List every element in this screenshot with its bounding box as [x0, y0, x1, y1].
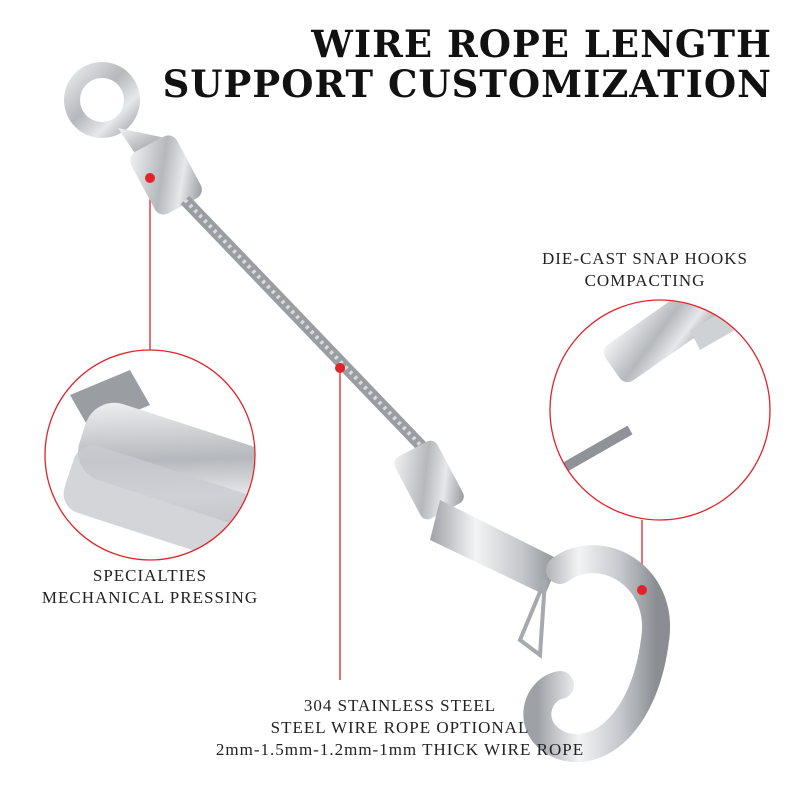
marker-dots	[145, 173, 647, 595]
ring-terminal	[64, 62, 202, 215]
wire-rope	[180, 195, 435, 460]
marker-dot-left	[145, 173, 155, 183]
caption-line: SPECIALTIES	[92, 566, 208, 585]
caption-mechanical-pressing: SPECIALTIES MECHANICAL PRESSING	[20, 565, 280, 609]
caption-snap-hooks: DIE-CAST SNAP HOOKS COMPACTING	[520, 248, 770, 292]
marker-dot-center	[335, 363, 345, 373]
snap-hook	[394, 440, 670, 763]
detail-circle-right-border	[549, 299, 771, 521]
caption-line: MECHANICAL PRESSING	[41, 588, 259, 607]
detail-circle-snap-hook	[550, 300, 770, 520]
detail-circle-left-border	[44, 349, 256, 561]
detail-circle-pressing	[45, 350, 255, 560]
caption-line: STEEL WIRE ROPE OPTIONAL	[270, 718, 530, 737]
marker-dot-right	[637, 585, 647, 595]
caption-line: COMPACTING	[584, 271, 706, 290]
headline-line-2: SUPPORT CUSTOMIZATION	[162, 62, 772, 106]
caption-line: 304 STAINLESS STEEL	[303, 696, 497, 715]
caption-line: DIE-CAST SNAP HOOKS	[541, 249, 749, 268]
caption-line: 2mm-1.5mm-1.2mm-1mm THICK WIRE ROPE	[215, 740, 585, 759]
caption-wire-rope: 304 STAINLESS STEEL STEEL WIRE ROPE OPTI…	[180, 695, 620, 761]
headline-line-1: WIRE ROPE LENGTH	[311, 22, 772, 66]
